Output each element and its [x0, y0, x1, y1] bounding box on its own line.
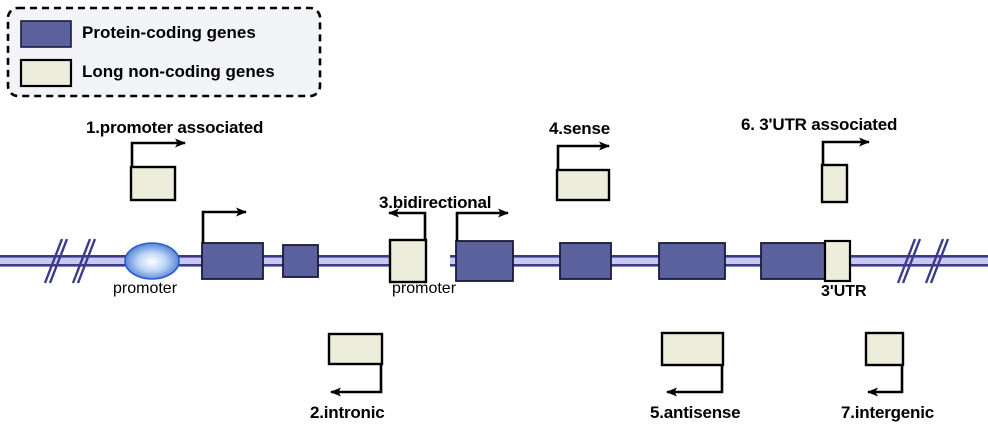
- transcription-arrow-right: [556, 141, 610, 170]
- exon-box: [760, 242, 827, 280]
- class-1-promoter-associated: [129, 138, 186, 202]
- gene-tss-arrow-left: [201, 207, 247, 243]
- class-label-7-intergenic: 7.intergenic: [841, 403, 935, 422]
- transcription-arrow-left: [330, 364, 383, 397]
- promoter-ellipse: [124, 242, 180, 280]
- transcription-arrow-right: [821, 137, 870, 165]
- lncrna-box: [660, 331, 725, 367]
- transcription-arrow-left: [666, 365, 724, 397]
- lncrna-box: [820, 163, 849, 204]
- promoter-label-left: promoter: [113, 280, 178, 297]
- transcription-arrow-left: [867, 365, 904, 397]
- class-label-5-antisense: 5.antisense: [650, 403, 741, 422]
- class-label-6-3utr-associated: 6. 3'UTR associated: [741, 115, 898, 134]
- legend-swatch-lncrna: [19, 58, 73, 88]
- class-label-1-promoter-associated: 1.promoter associated: [86, 118, 264, 137]
- three-prime-utr-label: 3'UTR: [821, 283, 867, 300]
- class-3-bidirectional: [388, 208, 509, 284]
- transcription-arrow-right: [455, 208, 509, 241]
- exon-box: [658, 242, 726, 280]
- genome-break-mark-left: [43, 238, 97, 284]
- class-4-sense: [555, 141, 611, 202]
- lncrna-box: [388, 238, 428, 284]
- legend-swatch-protein-coding: [20, 20, 72, 48]
- lncrna-box: [864, 331, 905, 367]
- class-5-antisense: [660, 331, 725, 397]
- legend: [6, 6, 322, 98]
- lncrna-box: [327, 332, 384, 366]
- exon-box: [455, 240, 514, 282]
- legend-label-lncrna: Long non-coding genes: [82, 62, 275, 81]
- exon-box: [201, 242, 264, 280]
- legend-label-protein-coding: Protein-coding genes: [82, 23, 256, 42]
- class-6-3utr-associated: [820, 137, 870, 204]
- exon-box: [559, 242, 612, 280]
- three-prime-utr-box: [823, 239, 852, 283]
- lncrna-box: [129, 165, 177, 202]
- lncrna-box: [555, 168, 611, 202]
- class-2-intronic: [327, 332, 384, 397]
- legend-border: [6, 6, 322, 98]
- transcription-arrow-right: [201, 207, 247, 243]
- transcription-arrow-right: [130, 138, 186, 167]
- exon-box: [282, 244, 319, 278]
- class-label-2-intronic: 2.intronic: [310, 403, 385, 422]
- promoter-label-right: promoter: [392, 280, 457, 297]
- transcription-arrow-left: [388, 208, 427, 240]
- genome-track: [0, 238, 988, 284]
- class-label-3-bidirectional: 3.bidirectional: [379, 193, 492, 212]
- class-label-4-sense: 4.sense: [549, 119, 610, 138]
- class-7-intergenic: [864, 331, 905, 397]
- genome-break-mark-right: [896, 238, 950, 284]
